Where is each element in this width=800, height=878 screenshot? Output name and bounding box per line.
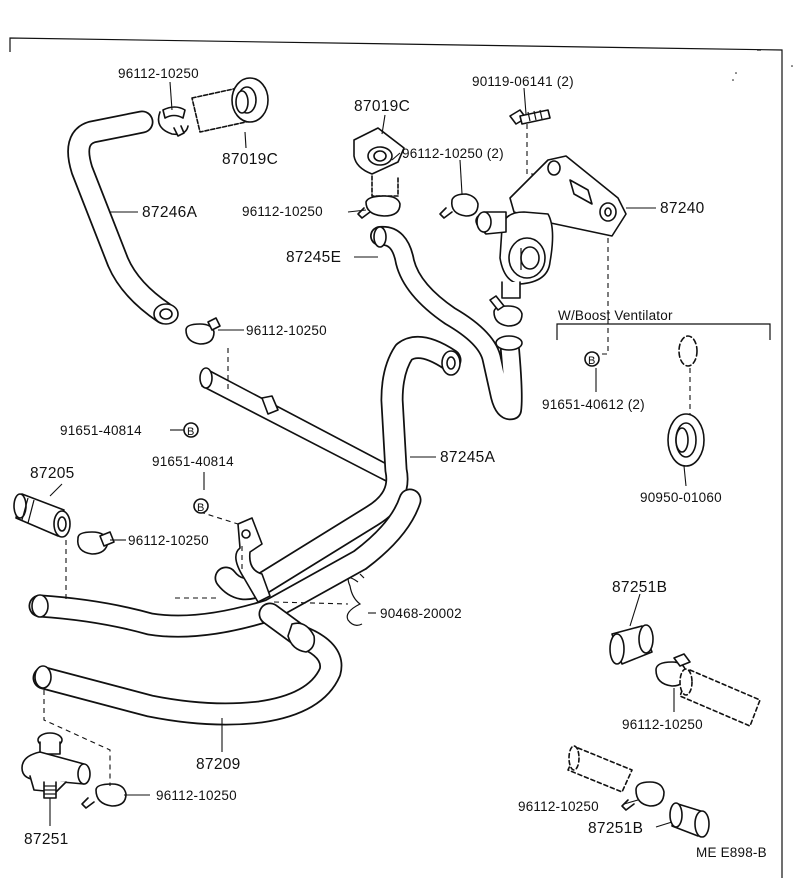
label-hose-87209: 87209	[196, 756, 241, 773]
cap-87251b-top	[609, 624, 654, 665]
hose-87209-upper	[28, 488, 422, 638]
label-clamp-bottom: 96112-10250	[156, 788, 237, 803]
clamp-bottom	[81, 783, 127, 809]
boost-ventilator-group	[556, 323, 771, 467]
label-hose-87245e: 87245E	[286, 249, 341, 266]
clamp-mid	[357, 195, 401, 219]
label-grommet-mid: 87019C	[354, 98, 410, 115]
label-clip-b-right: 91651-40612 (2)	[542, 397, 645, 412]
label-boost-ventilator: W/Boost Ventilator	[558, 308, 673, 323]
label-hose-87246a: 87246A	[142, 204, 198, 221]
clamp-205	[76, 531, 115, 555]
label-clip-b-left: 91651-40814	[60, 423, 142, 438]
pipe-87205	[13, 493, 71, 538]
clamp-top	[157, 106, 189, 137]
label-clamp-center: 96112-10250	[246, 323, 327, 338]
label-pipe-87205: 87205	[30, 465, 75, 482]
label-hose-87245a: 87245A	[440, 449, 496, 466]
hose-87245e	[370, 225, 523, 421]
label-clamp-205: 96112-10250	[128, 533, 209, 548]
label-bolt: 90119-06141 (2)	[472, 74, 574, 89]
pipe-right-bottom	[567, 745, 633, 793]
label-clip-90468: 90468-20002	[380, 606, 462, 621]
cap-87251b-bottom	[669, 802, 710, 838]
hose-87209	[32, 602, 343, 726]
clamp-bottom-right	[621, 781, 665, 811]
clamp-center	[185, 317, 221, 345]
label-cap-top: 87251B	[612, 579, 667, 596]
clip-marker-text: B	[187, 426, 195, 438]
grommet-87019c-top	[191, 77, 269, 133]
hose-87246a	[67, 110, 179, 325]
valve-87240	[475, 155, 627, 299]
clip-marker-b-center: B	[193, 498, 209, 514]
diagram-id: ME E898-B	[696, 845, 767, 860]
label-grommet-90950: 90950-01060	[640, 490, 722, 505]
clip-marker-b-left: B	[183, 422, 199, 438]
diagram-frame	[9, 37, 783, 878]
grommet-87019c-mid	[353, 127, 405, 197]
clamp-87245e	[489, 295, 523, 327]
bracket-center	[235, 517, 271, 603]
label-cap-bottom: 87251B	[588, 820, 643, 837]
label-clamp-bottom-right: 96112-10250	[518, 799, 599, 814]
label-grommet-top: 87019C	[222, 151, 278, 168]
clip-marker-text: B	[588, 355, 596, 367]
label-cock: 87251	[24, 831, 69, 848]
label-clamp-top: 96112-10250	[118, 66, 199, 81]
cock-87251	[21, 732, 91, 799]
label-clamp-right: 96112-10250	[622, 717, 703, 732]
label-valve: 87240	[660, 200, 705, 217]
clamp-valve	[439, 193, 479, 219]
clip-marker-b-right: B	[584, 351, 600, 367]
pipe-right	[679, 668, 761, 727]
label-clamp-mid-2: 96112-10250 (2)	[402, 146, 504, 161]
label-clamp-left: 96112-10250	[242, 204, 323, 219]
clip-marker-text: B	[197, 502, 205, 514]
bolt-90119	[509, 109, 551, 125]
label-clip-b-center: 91651-40814	[152, 454, 234, 469]
grommet-90950	[667, 413, 705, 467]
clip-90468	[346, 573, 365, 626]
hose-87245a	[214, 336, 462, 601]
